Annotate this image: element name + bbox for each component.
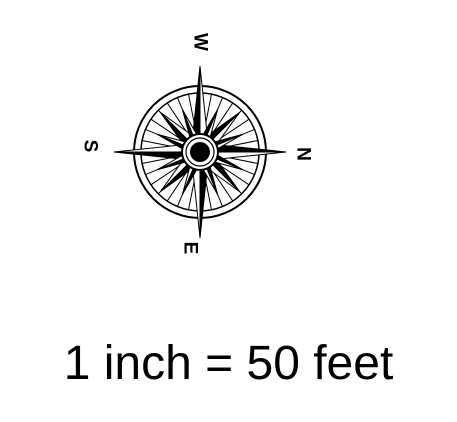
compass-center-ring-inner xyxy=(185,137,215,167)
compass-label-west: W xyxy=(190,33,211,51)
compass-label-east: E xyxy=(180,242,201,255)
map-scale-label: 1 inch = 50 feet xyxy=(63,337,394,390)
compass-rose-icon: W N E S xyxy=(80,33,314,255)
compass-label-south: S xyxy=(80,140,101,153)
compass-label-north: N xyxy=(293,147,314,161)
compass-center-dot xyxy=(190,142,210,162)
